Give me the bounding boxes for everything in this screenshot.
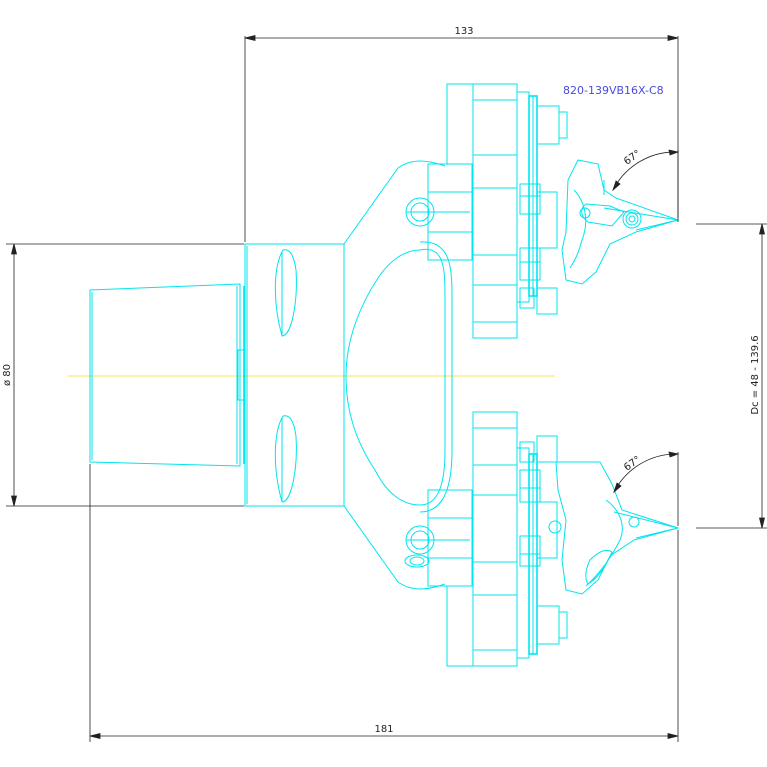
flange-body — [244, 243, 345, 507]
dimension-lines — [6, 34, 767, 742]
angle-label-top: 67° — [622, 148, 643, 167]
dimension-diameter: ø 80 — [2, 364, 13, 386]
arm-body — [343, 160, 473, 590]
lower-insert-holder — [548, 461, 680, 595]
upper-cartridge — [446, 83, 568, 339]
dimension-width-bottom: 181 — [374, 724, 393, 735]
shank — [89, 283, 245, 467]
dimension-dc-range: Dc = 48 - 139.6 — [750, 335, 761, 414]
dimension-width-top: 133 — [454, 26, 473, 37]
lower-cartridge — [446, 411, 568, 667]
part-number-label: 820-139VB16X-C8 — [563, 84, 664, 97]
angle-label-bottom: 67° — [622, 454, 643, 473]
upper-insert-holder — [561, 159, 680, 285]
